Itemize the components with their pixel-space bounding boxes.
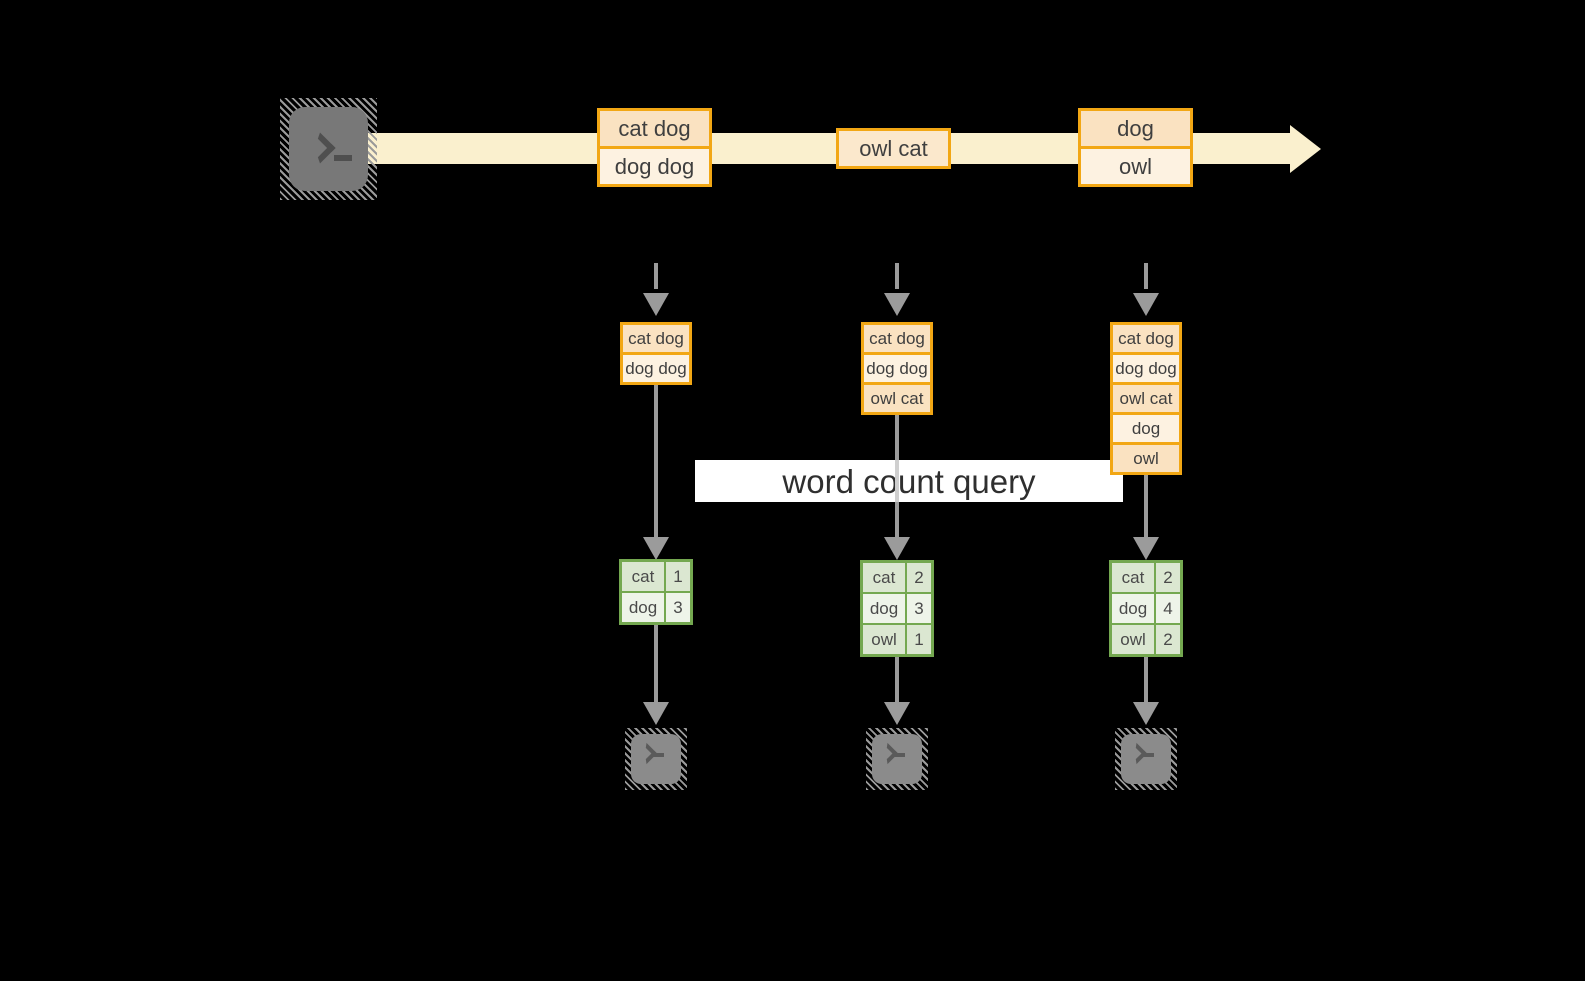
stream-event-2: owl cat bbox=[836, 128, 951, 169]
buffer-row: cat dog bbox=[1113, 325, 1179, 352]
buffer-row: dog bbox=[1113, 412, 1179, 442]
count-word-cell: owl bbox=[863, 625, 905, 654]
down-arrowhead-icon bbox=[643, 702, 669, 725]
stream-event-line: dog bbox=[1081, 111, 1190, 146]
dashed-arrow-segment bbox=[1144, 263, 1148, 289]
terminal-screen bbox=[289, 107, 368, 191]
connector-line bbox=[895, 657, 899, 702]
count-table-1: cat 1 dog 3 bbox=[619, 559, 693, 625]
down-arrowhead-icon bbox=[884, 293, 910, 316]
count-value-cell: 2 bbox=[1156, 563, 1180, 592]
count-value-cell: 4 bbox=[1156, 594, 1180, 623]
down-arrowhead-icon bbox=[884, 702, 910, 725]
terminal-screen bbox=[1121, 734, 1171, 784]
terminal-screen bbox=[631, 734, 681, 784]
terminal-screen bbox=[872, 734, 922, 784]
stream-event-1: cat dog dog dog bbox=[597, 108, 712, 187]
query-banner: word count query bbox=[695, 460, 1123, 502]
down-arrowhead-icon bbox=[884, 537, 910, 560]
count-table-2: cat 2 dog 3 owl 1 bbox=[860, 560, 934, 657]
count-table-3: cat 2 dog 4 owl 2 bbox=[1109, 560, 1183, 657]
count-value-cell: 1 bbox=[666, 562, 690, 591]
connector-line bbox=[654, 625, 658, 702]
count-word-cell: dog bbox=[622, 593, 664, 622]
stream-event-3: dog owl bbox=[1078, 108, 1193, 187]
down-arrowhead-icon bbox=[1133, 293, 1159, 316]
dashed-arrow-segment bbox=[895, 263, 899, 289]
buffer-row: owl cat bbox=[1113, 382, 1179, 412]
connector-line bbox=[1144, 657, 1148, 702]
prompt-cursor-icon bbox=[894, 753, 905, 757]
connector-through-banner bbox=[895, 460, 899, 502]
stream-event-line: owl cat bbox=[839, 131, 948, 166]
connector-line bbox=[654, 385, 658, 537]
down-arrowhead-icon bbox=[643, 293, 669, 316]
prompt-chevron-icon bbox=[304, 132, 336, 164]
count-word-cell: owl bbox=[1112, 625, 1154, 654]
buffer-row: owl bbox=[1113, 442, 1179, 472]
buffer-stack-1: cat dog dog dog bbox=[620, 322, 692, 385]
down-arrowhead-icon bbox=[643, 537, 669, 560]
prompt-cursor-icon bbox=[334, 155, 352, 161]
count-value-cell: 1 bbox=[907, 625, 931, 654]
count-word-cell: dog bbox=[1112, 594, 1154, 623]
count-value-cell: 3 bbox=[666, 593, 690, 622]
buffer-row: dog dog bbox=[1113, 352, 1179, 382]
count-word-cell: cat bbox=[622, 562, 664, 591]
dashed-arrow-segment bbox=[654, 263, 658, 289]
prompt-cursor-icon bbox=[1143, 753, 1154, 757]
connector-line bbox=[1144, 475, 1148, 537]
down-arrowhead-icon bbox=[1133, 537, 1159, 560]
buffer-row: dog dog bbox=[864, 352, 930, 382]
down-arrowhead-icon bbox=[1133, 702, 1159, 725]
stream-event-line: dog dog bbox=[600, 146, 709, 184]
buffer-stack-2: cat dog dog dog owl cat bbox=[861, 322, 933, 415]
stream-event-line: cat dog bbox=[600, 111, 709, 146]
stream-event-line: owl bbox=[1081, 146, 1190, 184]
count-value-cell: 2 bbox=[1156, 625, 1180, 654]
count-word-cell: cat bbox=[863, 563, 905, 592]
count-value-cell: 3 bbox=[907, 594, 931, 623]
buffer-row: cat dog bbox=[623, 325, 689, 352]
buffer-stack-3: cat dog dog dog owl cat dog owl bbox=[1110, 322, 1182, 475]
source-terminal-icon bbox=[280, 98, 377, 200]
count-word-cell: dog bbox=[863, 594, 905, 623]
count-value-cell: 2 bbox=[907, 563, 931, 592]
count-word-cell: cat bbox=[1112, 563, 1154, 592]
prompt-cursor-icon bbox=[653, 753, 664, 757]
stream-arrowhead-icon bbox=[1290, 125, 1321, 173]
buffer-row: dog dog bbox=[623, 352, 689, 382]
buffer-row: cat dog bbox=[864, 325, 930, 352]
sink-terminal-icon bbox=[1115, 728, 1177, 790]
buffer-row: owl cat bbox=[864, 382, 930, 412]
sink-terminal-icon bbox=[866, 728, 928, 790]
sink-terminal-icon bbox=[625, 728, 687, 790]
